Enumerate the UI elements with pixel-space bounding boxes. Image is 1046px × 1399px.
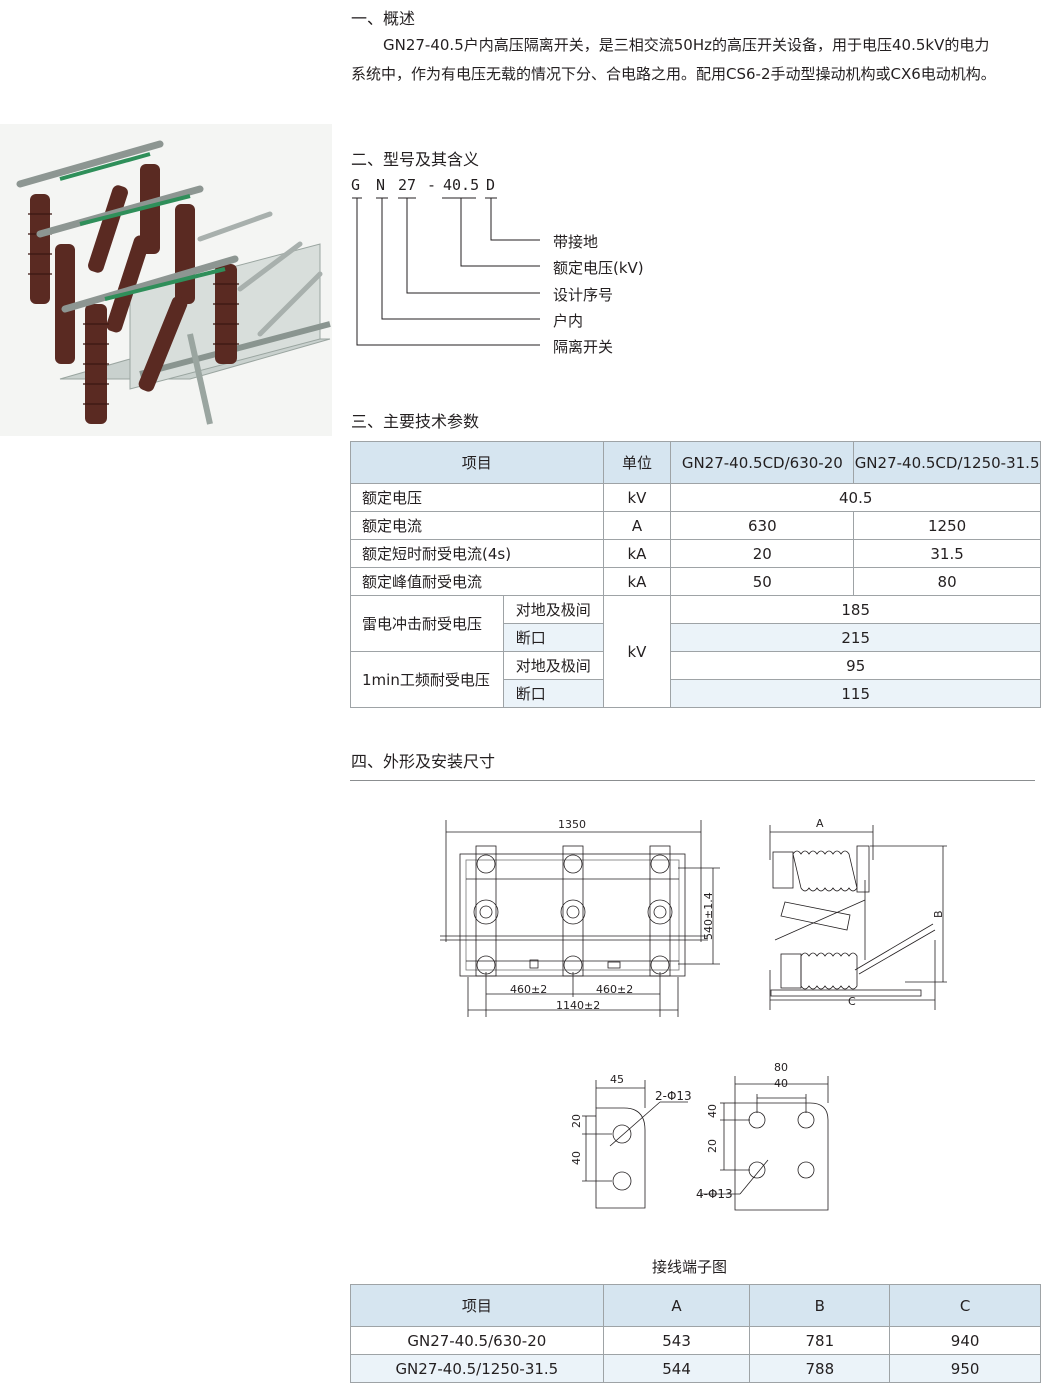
disconnect-switch-illustration xyxy=(16,140,331,425)
model-code-leader-lines xyxy=(352,197,540,346)
dim-a-value: 543 xyxy=(602,1326,751,1355)
dim-header-c: C xyxy=(889,1284,1041,1327)
section4-title: 四、外形及安装尺寸 xyxy=(351,752,496,771)
terminal-right-d1: 40 xyxy=(706,1104,719,1118)
dim-c-value: 940 xyxy=(889,1326,1041,1355)
row-value-1250: 1250 xyxy=(853,511,1041,540)
section1-line2: 系统中，作为有电压无载的情况下分、合电路之用。配用CS6-2手动型操动机构或CX… xyxy=(351,65,996,83)
code-letter-g: G xyxy=(351,176,361,194)
dim-c-value: 950 xyxy=(889,1354,1041,1383)
table-row: 断口 115 xyxy=(351,679,1041,708)
terminal-right-w2: 40 xyxy=(774,1077,788,1090)
dim-b-value: 788 xyxy=(749,1354,891,1383)
parameter-table-header: 项目 单位 GN27-40.5CD/630-20 GN27-40.5CD/125… xyxy=(350,441,1041,484)
group-sub-value: 185 xyxy=(670,595,1041,624)
dim-model: GN27-40.5/1250-31.5 xyxy=(350,1354,604,1383)
meaning-earthing: 带接地 xyxy=(553,233,599,251)
terminal-right-d2: 20 xyxy=(706,1139,719,1153)
dimension-table-header: 项目 A B C xyxy=(350,1284,1041,1327)
group-item: 1min工频耐受电压 xyxy=(350,651,504,708)
header-unit: 单位 xyxy=(602,441,672,484)
terminal-left-hole: 2-Φ13 xyxy=(655,1089,692,1103)
row-unit: kV xyxy=(602,483,672,512)
parameter-table: 项目 单位 GN27-40.5CD/630-20 GN27-40.5CD/125… xyxy=(350,441,1041,708)
front-pitch-dim-1: 460±2 xyxy=(510,983,548,996)
header-model-630: GN27-40.5CD/630-20 xyxy=(670,441,855,484)
row-item: 额定电流 xyxy=(350,511,604,540)
terminal-left-d1: 20 xyxy=(570,1114,583,1128)
side-dim-a: A xyxy=(816,817,824,830)
row-unit: A xyxy=(602,511,672,540)
header-item: 项目 xyxy=(350,441,604,484)
meaning-design-number: 设计序号 xyxy=(553,286,614,304)
group-sub-label: 断口 xyxy=(502,623,604,652)
header-model-1250: GN27-40.5CD/1250-31.5 xyxy=(853,441,1041,484)
group-sub-value: 95 xyxy=(670,651,1041,680)
front-overall-dim: 1350 xyxy=(558,818,586,831)
table-row: 额定峰值耐受电流 kA 50 80 xyxy=(350,567,1041,596)
front-view-drawing xyxy=(440,820,720,1017)
dim-b-value: 781 xyxy=(749,1326,891,1355)
meaning-rated-voltage: 额定电压(kV) xyxy=(553,259,644,277)
terminal-left-width: 45 xyxy=(610,1073,624,1086)
code-letter-d: D xyxy=(486,176,496,194)
row-shared-value: 40.5 xyxy=(670,483,1041,512)
section1-line1: GN27-40.5户内高压隔离开关，是三相交流50Hz的高压开关设备，用于电压4… xyxy=(383,36,990,54)
front-base-dim: 1140±2 xyxy=(556,999,601,1012)
terminal-left-d2: 40 xyxy=(570,1151,583,1165)
front-height-dim: 540±1.4 xyxy=(702,892,715,940)
product-photo xyxy=(0,124,332,436)
table-row: 额定电压 kV 40.5 xyxy=(350,483,1041,512)
front-pitch-dim-2: 460±2 xyxy=(596,983,634,996)
group-sub-label: 对地及极间 xyxy=(502,595,604,624)
row-value-1250: 31.5 xyxy=(853,539,1041,568)
row-unit: kA xyxy=(602,539,672,568)
meaning-disconnector: 隔离开关 xyxy=(553,338,614,356)
terminal-caption: 接线端子图 xyxy=(652,1258,728,1276)
dimension-table: 项目 A B C GN27-40.5/630-20 543 781 940 GN… xyxy=(350,1284,1041,1383)
code-letter-n: N xyxy=(376,176,386,194)
dim-header-b: B xyxy=(749,1284,891,1327)
group-sub-label: 断口 xyxy=(502,679,604,708)
group-sub-label: 对地及极间 xyxy=(502,651,604,680)
row-item: 额定电压 xyxy=(350,483,604,512)
row-value-1250: 80 xyxy=(853,567,1041,596)
section1-title: 一、概述 xyxy=(351,9,416,28)
table-row: 1min工频耐受电压 对地及极间 95 xyxy=(350,651,1041,708)
group-unit: kV xyxy=(602,595,672,708)
terminal-right-hole: 4-Φ13 xyxy=(696,1187,733,1201)
group-sub-value: 115 xyxy=(670,679,1041,708)
row-value-630: 50 xyxy=(670,567,855,596)
table-row: 断口 215 xyxy=(351,623,1041,652)
table-row: 额定短时耐受电流(4s) kA 20 31.5 xyxy=(350,539,1041,568)
model-code: G N 27 - 40.5 D xyxy=(351,176,511,196)
section4-divider xyxy=(350,780,1035,781)
meaning-indoor: 户内 xyxy=(553,312,584,330)
dim-a-value: 544 xyxy=(602,1354,751,1383)
terminal-drawings xyxy=(582,1076,829,1211)
row-value-630: 630 xyxy=(670,511,855,540)
row-value-630: 20 xyxy=(670,539,855,568)
row-unit: kA xyxy=(602,567,672,596)
code-design-number: 27 xyxy=(398,176,417,194)
code-dash: - xyxy=(427,176,437,194)
table-row: 雷电冲击耐受电压 对地及极间 kV 185 xyxy=(350,595,1041,708)
group-sub-value: 215 xyxy=(670,623,1041,652)
table-row: GN27-40.5/1250-31.5 544 788 950 xyxy=(350,1354,1041,1383)
dim-header-a: A xyxy=(602,1284,751,1327)
section3-title: 三、主要技术参数 xyxy=(351,412,480,431)
table-row: 额定电流 A 630 1250 xyxy=(350,511,1041,540)
side-view-drawing xyxy=(769,825,947,1010)
side-dim-b: B xyxy=(932,910,945,918)
table-row: GN27-40.5/630-20 543 781 940 xyxy=(350,1326,1041,1355)
row-item: 额定峰值耐受电流 xyxy=(350,567,604,596)
dim-header-item: 项目 xyxy=(350,1284,604,1327)
side-dim-c: C xyxy=(848,995,856,1008)
code-voltage: 40.5 xyxy=(443,176,480,194)
row-item: 额定短时耐受电流(4s) xyxy=(350,539,604,568)
dim-model: GN27-40.5/630-20 xyxy=(350,1326,604,1355)
terminal-right-w1: 80 xyxy=(774,1061,788,1074)
section2-title: 二、型号及其含义 xyxy=(351,150,480,169)
group-item: 雷电冲击耐受电压 xyxy=(350,595,504,652)
